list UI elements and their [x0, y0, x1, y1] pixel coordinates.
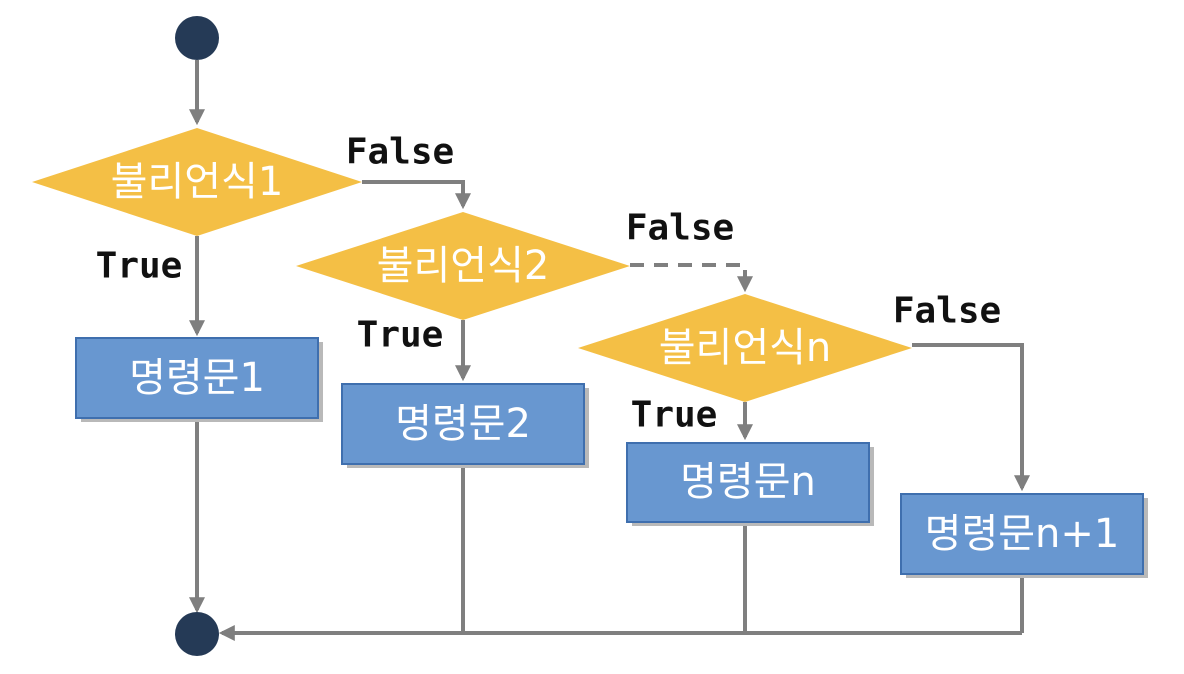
statement-box — [900, 493, 1144, 575]
end-node — [175, 612, 219, 656]
decision-diamond — [296, 212, 630, 320]
decision-condn: 불리언식n — [578, 294, 912, 402]
decision-cond1: 불리언식1 — [32, 128, 362, 236]
start-node — [175, 16, 219, 60]
statement-box — [626, 442, 870, 523]
decision-cond2: 불리언식2 — [296, 212, 630, 320]
statement-box — [75, 337, 319, 419]
edge-label-cond1-true: True — [96, 246, 183, 287]
decision-diamond — [578, 294, 912, 402]
edge-label-condn-false: False — [893, 291, 1001, 332]
edge-cond1-false — [362, 180, 471, 210]
edge-label-cond1-false: False — [346, 132, 454, 173]
connectors — [189, 60, 1030, 641]
edge-label-cond2-true: True — [357, 315, 444, 356]
statement-label: 명령문n — [680, 459, 816, 505]
decision-diamond — [32, 128, 362, 236]
edge-cond2-false — [630, 263, 753, 293]
decision-label: 불리언식n — [659, 325, 832, 371]
statement-stmt2: 명령문2 — [341, 383, 589, 468]
statement-stmt1: 명령문1 — [75, 337, 323, 422]
statement-label: 명령문n+1 — [925, 511, 1120, 557]
statement-box — [341, 383, 585, 465]
statement-label: 명령문1 — [129, 355, 265, 401]
statement-stmtn1: 명령문n+1 — [900, 493, 1148, 578]
statement-label: 명령문2 — [395, 401, 531, 447]
decision-label: 불리언식2 — [377, 243, 550, 289]
edge-condn-false — [912, 343, 1030, 492]
statement-stmtn: 명령문n — [626, 442, 874, 526]
edge-label-condn-true: True — [631, 395, 718, 436]
decision-label: 불리언식1 — [111, 159, 284, 205]
edge-label-cond2-false: False — [626, 208, 734, 249]
